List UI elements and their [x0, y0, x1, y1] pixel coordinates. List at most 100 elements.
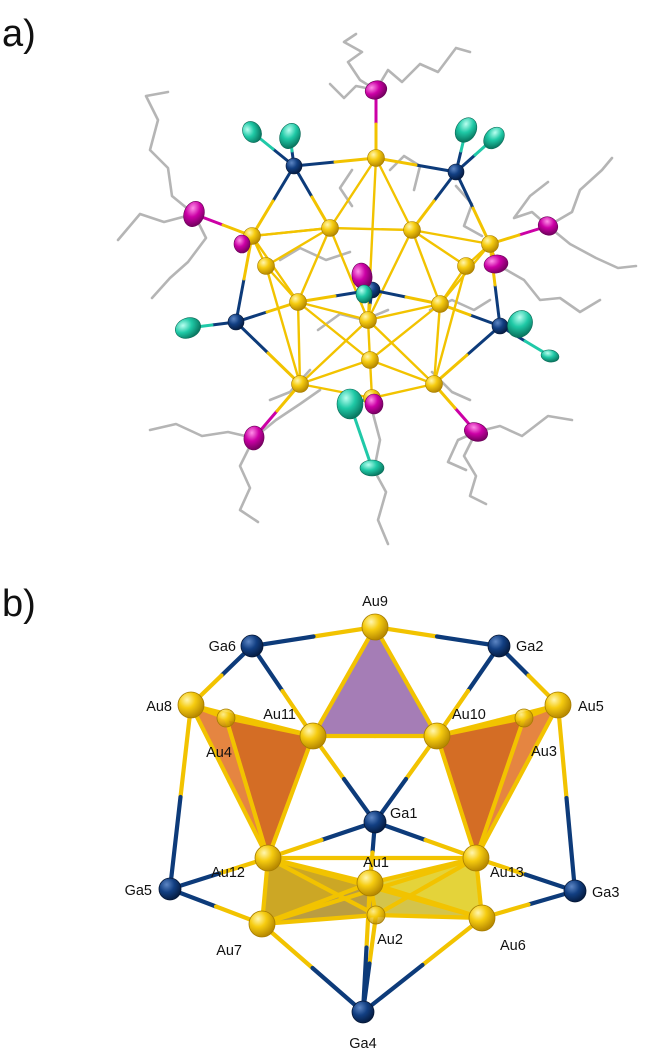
atom-a-au1: [367, 149, 385, 167]
bond-Au8-Au12-a: [188, 702, 232, 784]
atom-au12: [254, 844, 282, 872]
label-au12: Au12: [211, 865, 245, 881]
atom-ga5: [158, 877, 182, 901]
bond-a-au3-au5: [410, 228, 492, 246]
atom-a-au9: [291, 375, 309, 393]
atom-a-au11: [361, 351, 379, 369]
label-au8: Au8: [146, 699, 172, 715]
bond-a-au12-au9: [264, 264, 302, 386]
atom-a-p4: [483, 254, 509, 274]
bond-a-au10-au14: [370, 382, 436, 400]
atom-au1: [356, 869, 384, 897]
label-au10: Au10: [452, 707, 486, 723]
bond-a-au4-au2: [250, 226, 332, 238]
label-ga5: Ga5: [125, 883, 152, 899]
alkyl-chains: [116, 32, 638, 546]
atom-a-p1: [364, 80, 388, 100]
bond-Au13-Au2-b: [373, 884, 429, 918]
label-au1: Au1: [363, 855, 389, 871]
panel-b-label: b): [2, 583, 36, 625]
atom-a-cl1: [242, 121, 262, 143]
atom-a-p5: [243, 425, 265, 451]
bond-Au8-Au12-b: [227, 779, 271, 861]
bond-Au13-Au7-a: [366, 855, 479, 894]
atom-a-au3: [403, 221, 421, 239]
atom-au13: [462, 844, 490, 872]
atom-ga1: [363, 810, 387, 834]
atom-a-cl10: [355, 284, 373, 304]
atom-au4: [216, 708, 236, 728]
atom-ga2: [487, 634, 511, 658]
atom-a-cl5: [175, 317, 201, 339]
bond-a-au3-au13: [410, 228, 468, 268]
label-au13: Au13: [490, 865, 524, 881]
atom-a-cl6: [507, 310, 533, 338]
bond-Au5-Ga3-a: [555, 702, 569, 801]
atom-au11: [299, 722, 327, 750]
label-au5: Au5: [578, 699, 604, 715]
polyhedron-purple: [312, 625, 438, 737]
bond-a-au2-au12: [264, 226, 332, 268]
atom-au8: [177, 691, 205, 719]
atom-a-au5: [481, 235, 499, 253]
bond-a-au13-au10: [432, 264, 468, 386]
atom-a-p3: [537, 216, 559, 236]
bond-Au5-Au13-b: [473, 779, 520, 861]
label-ga3: Ga3: [592, 885, 619, 901]
bond-Au4-Au12-a: [223, 715, 250, 791]
atom-a-p2: [183, 201, 205, 227]
atom-a-p9: [233, 234, 251, 254]
atom-a-au13: [457, 257, 475, 275]
bond-Au3-Au13-a: [497, 715, 527, 791]
atom-a-ga1: [285, 157, 303, 175]
panel-a-structure: [116, 32, 638, 546]
bond-a-au9-au11: [298, 358, 372, 386]
label-ga6: Ga6: [209, 639, 236, 655]
atom-ga4: [351, 1000, 375, 1024]
bond-a-au10-au11: [368, 358, 436, 386]
atom-a-cl3: [454, 117, 478, 143]
atom-a-au2: [321, 219, 339, 237]
bond-Au8-Ga5-b: [167, 794, 183, 892]
bond-a-au3-au7: [410, 228, 442, 306]
bond-a-au7-au8: [366, 302, 442, 322]
label-au7: Au7: [216, 943, 242, 959]
atom-a-ga4: [491, 317, 509, 335]
atom-a-cl8: [336, 388, 364, 420]
atom-au10: [423, 722, 451, 750]
label-au2: Au2: [377, 932, 403, 948]
atom-a-au10: [425, 375, 443, 393]
bond-a-au2-au3: [328, 226, 414, 232]
atom-a-cl7: [540, 349, 560, 363]
bond-a-au3-au8: [366, 228, 414, 322]
atom-a-au8: [359, 311, 377, 329]
label-au11: Au11: [263, 707, 296, 723]
atom-a-au6: [289, 293, 307, 311]
atom-ga3: [563, 879, 587, 903]
bond-a-au6-au11: [296, 300, 372, 362]
label-ga4: Ga4: [349, 1036, 376, 1052]
bond-a-au6-au8: [296, 300, 370, 322]
bond-a-au1-au3: [374, 156, 414, 232]
label-au3: Au3: [531, 744, 557, 760]
bond-Au13-Au7-b: [259, 888, 372, 927]
label-au6: Au6: [500, 938, 526, 954]
atom-a-ga3: [227, 313, 245, 331]
bond-Au5-Ga3-b: [564, 795, 578, 894]
bond-Au8-Ga5-a: [178, 702, 194, 800]
bond-a-au6-au9: [296, 300, 302, 386]
bond-a-au1-au2: [328, 156, 378, 230]
atom-au2: [366, 905, 386, 925]
atom-au9: [361, 613, 389, 641]
atom-au6: [468, 904, 496, 932]
bond-Au6-Ga4-b: [360, 962, 425, 1015]
bond-a-au7-au10: [432, 302, 442, 386]
atom-a-p7: [364, 393, 384, 415]
label-au4: Au4: [206, 745, 232, 761]
bond-Au5-Au13-a: [514, 702, 561, 784]
atom-au5: [544, 691, 572, 719]
panel-a-label: a): [2, 13, 36, 55]
